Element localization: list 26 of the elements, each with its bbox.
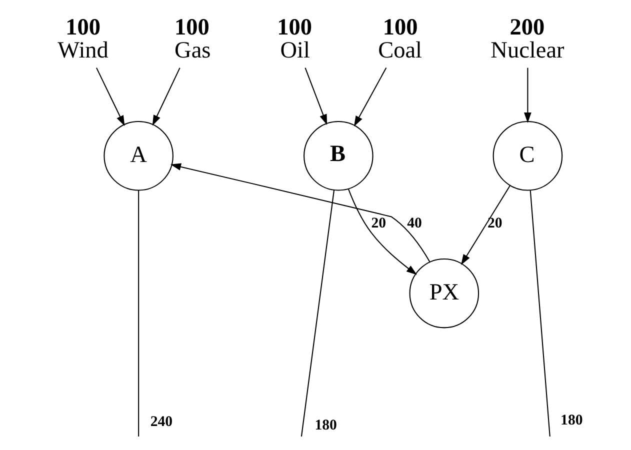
node-circle: B	[303, 121, 373, 191]
edge-label: 40	[406, 215, 422, 232]
connector	[138, 190, 139, 436]
node-text: 100 Coal	[378, 14, 422, 64]
arrow	[347, 188, 417, 275]
arrow	[460, 185, 510, 265]
edge-label: 180	[560, 412, 582, 428]
connector	[300, 190, 334, 437]
node-circle: PX	[408, 258, 479, 328]
edge-label: 20	[487, 215, 502, 232]
arrow	[524, 68, 531, 124]
node-text: 200 Nuclear	[490, 14, 564, 64]
arrow	[304, 68, 327, 125]
node-text: 100 Wind	[57, 14, 108, 64]
node-text: 100 Oil	[276, 14, 312, 64]
edge-label: 20	[370, 215, 386, 232]
connector	[529, 190, 550, 437]
node-text: 100 Gas	[174, 14, 210, 64]
arrow	[96, 68, 124, 126]
edge-label: 180	[314, 417, 336, 434]
node-circle: A	[103, 121, 173, 191]
arrow	[170, 163, 430, 262]
arrow	[353, 68, 386, 127]
arrow	[152, 68, 180, 126]
edge-label: 240	[150, 414, 172, 430]
node-circle: C	[492, 121, 562, 191]
